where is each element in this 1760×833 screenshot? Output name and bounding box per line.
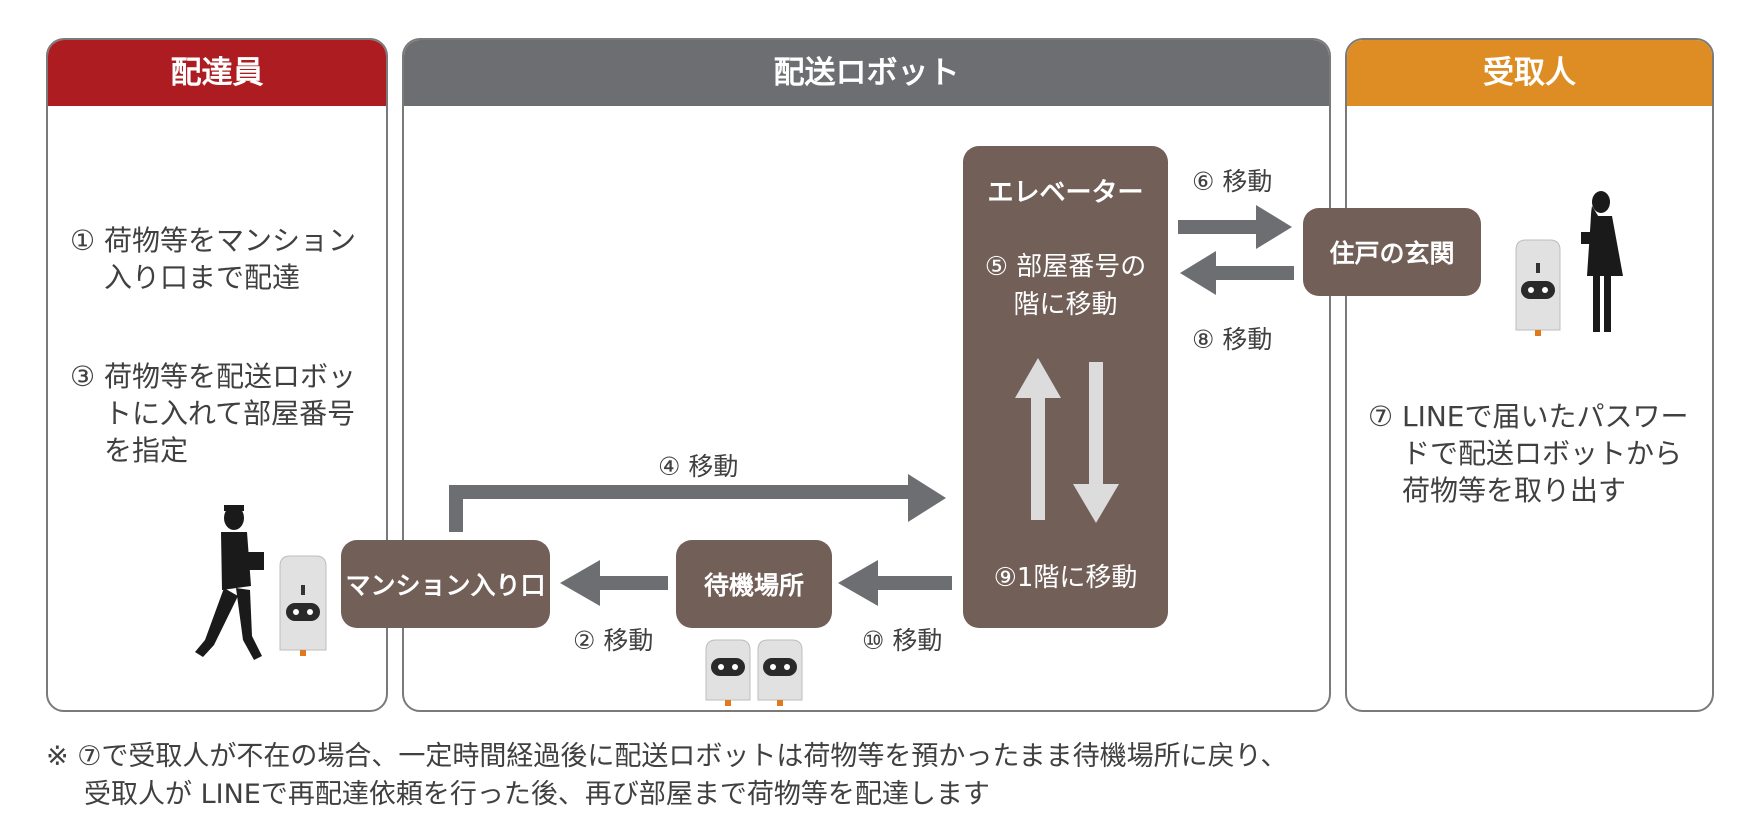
footnote-line2: 受取人が LINEで再配達依頼を行った後、再び部屋まで荷物等を配達します <box>84 779 990 810</box>
robot-icon-waiting-2 <box>757 639 803 706</box>
step-5-line1: ⑤ 部屋番号の <box>984 252 1147 282</box>
recipient-header: 受取人 <box>1347 40 1712 106</box>
step-5-line2: 階に移動 <box>1013 290 1118 320</box>
move-6-label: ⑥ 移動 <box>1192 167 1273 196</box>
elevator-up-arrow <box>1015 358 1061 520</box>
move-8-label: ⑧ 移動 <box>1192 325 1273 354</box>
deliverer-panel: 配達員 <box>46 38 388 712</box>
door-label: 住戸の玄関 <box>1329 239 1455 268</box>
robot-header: 配送ロボット <box>404 40 1329 106</box>
arrow-move-8 <box>1180 251 1294 295</box>
elevator-down-arrow <box>1073 362 1119 523</box>
step-3-line1: 荷物等を配送ロボッ <box>104 360 357 393</box>
recipient-panel: 受取人 <box>1345 38 1714 712</box>
move-10-label: ⑩ 移動 <box>862 626 943 655</box>
robot-icon-entrance <box>279 555 327 656</box>
step-5-text: ⑤ 部屋番号の 階に移動 <box>963 248 1168 324</box>
elevator-title: エレベーター <box>987 178 1144 208</box>
step-7-number: ⑦ <box>1368 400 1394 433</box>
arrow-move-6 <box>1178 205 1292 249</box>
courier-person-icon <box>195 505 264 660</box>
step-1-line1: 荷物等をマンション <box>104 224 357 257</box>
footnote: ※ ⑦で受取人が不在の場合、一定時間経過後に配送ロボットは荷物等を預かったまま待… <box>46 738 1288 814</box>
door-box: 住戸の玄関 <box>1303 208 1481 296</box>
arrow-move-10 <box>838 560 952 606</box>
move-4-label: ④ 移動 <box>658 452 739 481</box>
deliverer-header: 配達員 <box>48 40 386 106</box>
entrance-label: マンション入り口 <box>345 571 546 600</box>
entrance-box: マンション入り口 <box>341 540 550 628</box>
robot-icon-waiting-1 <box>705 639 751 706</box>
step-1-number: ① <box>70 224 96 257</box>
robot-icon-door <box>1515 239 1561 336</box>
move-2-label: ② 移動 <box>573 626 654 655</box>
step-7-line1: LINEで届いたパスワー <box>1402 400 1689 433</box>
waiting-area-box: 待機場所 <box>676 540 832 628</box>
step-9-text: ⑨1階に移動 <box>993 563 1138 593</box>
step-3-number: ③ <box>70 360 96 393</box>
arrow-move-4 <box>449 474 946 532</box>
step-1-line2: 入り口まで配達 <box>104 261 301 294</box>
step-3-line3: を指定 <box>104 434 189 467</box>
step-7-line3: 荷物等を取り出す <box>1402 474 1627 507</box>
robot-panel: 配送ロボット <box>402 38 1331 712</box>
elevator-box <box>963 146 1168 628</box>
footnote-line1: ※ ⑦で受取人が不在の場合、一定時間経過後に配送ロボットは荷物等を預かったまま待… <box>46 741 1288 772</box>
recipient-person-icon <box>1581 191 1623 332</box>
waiting-area-label: 待機場所 <box>703 571 804 600</box>
step-7-line2: ドで配送ロボットから <box>1402 437 1683 470</box>
step-3-line2: トに入れて部屋番号 <box>104 397 356 430</box>
arrow-move-2 <box>560 560 668 606</box>
